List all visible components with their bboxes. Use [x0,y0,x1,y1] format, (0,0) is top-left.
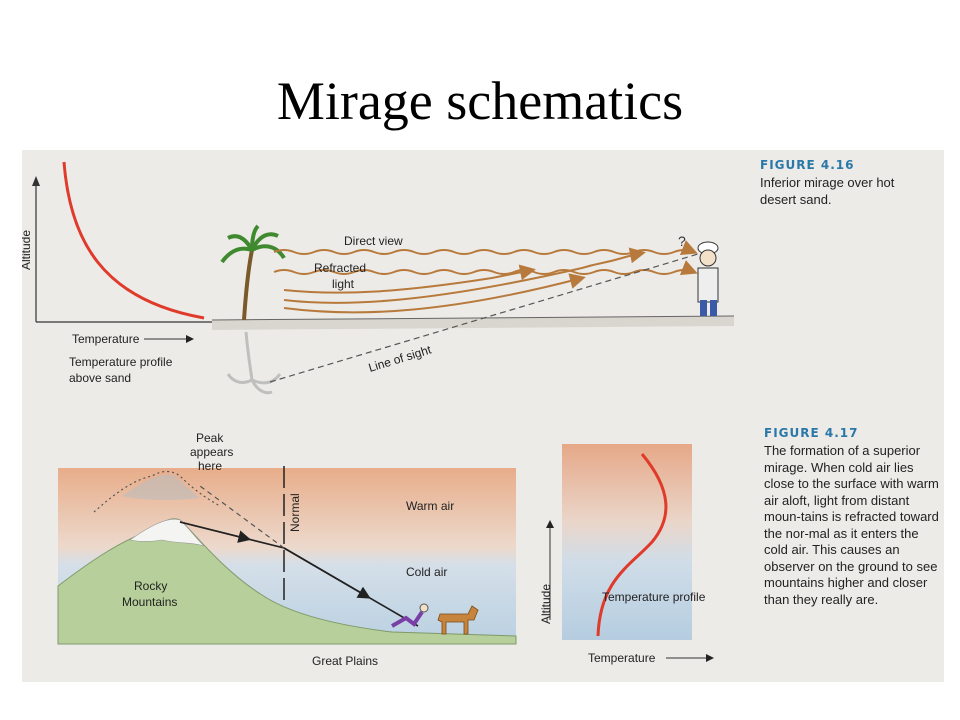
line-of-sight-label: Line of sight [367,342,434,375]
superior-temperature-curve [596,453,668,637]
refracted-rays [283,247,646,314]
peak-label-2: appears [190,445,233,459]
snow-cap [129,518,205,547]
slide-title: Mirage schematics [276,71,684,131]
figure-4-16-label: FIGURE 4.16 [760,158,855,172]
peak-label-3: here [198,459,222,473]
figure-4-16-caption: Inferior mirage over hot desert sand. [760,175,895,207]
direct-view-rays [273,240,698,275]
rocky-label-2: Mountains [122,595,177,609]
figure-4-16: Altitude Temperature Temperature profile… [22,158,895,395]
ray-arrow-1-icon [179,521,252,543]
altitude-label: Altitude [22,230,33,270]
peak-label-1: Peak [196,431,224,445]
normal-label: Normal [288,493,302,532]
palm-reflection-icon [226,331,282,395]
direct-view-label: Direct view [344,234,403,248]
temperature-profile-label: Temperature profile [602,590,706,604]
sand-line [211,315,735,321]
profile-label-2: above sand [69,371,131,385]
rocky-mountains [57,518,517,645]
palm-tree-icon [220,224,286,321]
observer-icon: ? [678,233,719,316]
ray-arrow-2-icon [283,547,371,599]
altitude-arrow-icon [32,176,40,186]
figure-panel: Altitude Temperature Temperature profile… [22,150,944,682]
cold-air-label: Cold air [406,565,447,579]
refracted-label-1: Refracted [314,261,366,275]
profile-panel [562,444,692,640]
profile-temperature-label: Temperature [588,651,656,665]
horse-icon [437,605,479,635]
warm-air-label: Warm air [406,499,454,513]
temperature-label: Temperature [72,332,140,346]
profile-altitude-label: Altitude [539,584,553,624]
refracted-label-2: light [332,277,355,291]
line-of-sight [269,253,699,383]
figure-4-17-caption: The formation of a superior mirage. When… [764,443,939,607]
figure-4-17: Normal Peak appears here Warm air Cold a… [57,426,939,668]
apparent-peak-outline [93,470,221,513]
apparent-peak [122,474,200,500]
profile-label-1: Temperature profile [69,355,173,369]
great-plains-label: Great Plains [312,654,378,668]
observer-on-ground-icon [391,603,429,628]
figure-4-17-label: FIGURE 4.17 [764,426,859,440]
temperature-curve [62,161,205,320]
mirage-diagrams: Altitude Temperature Temperature profile… [22,158,939,668]
svg-text:?: ? [678,233,686,249]
rocky-label-1: Rocky [134,579,167,593]
